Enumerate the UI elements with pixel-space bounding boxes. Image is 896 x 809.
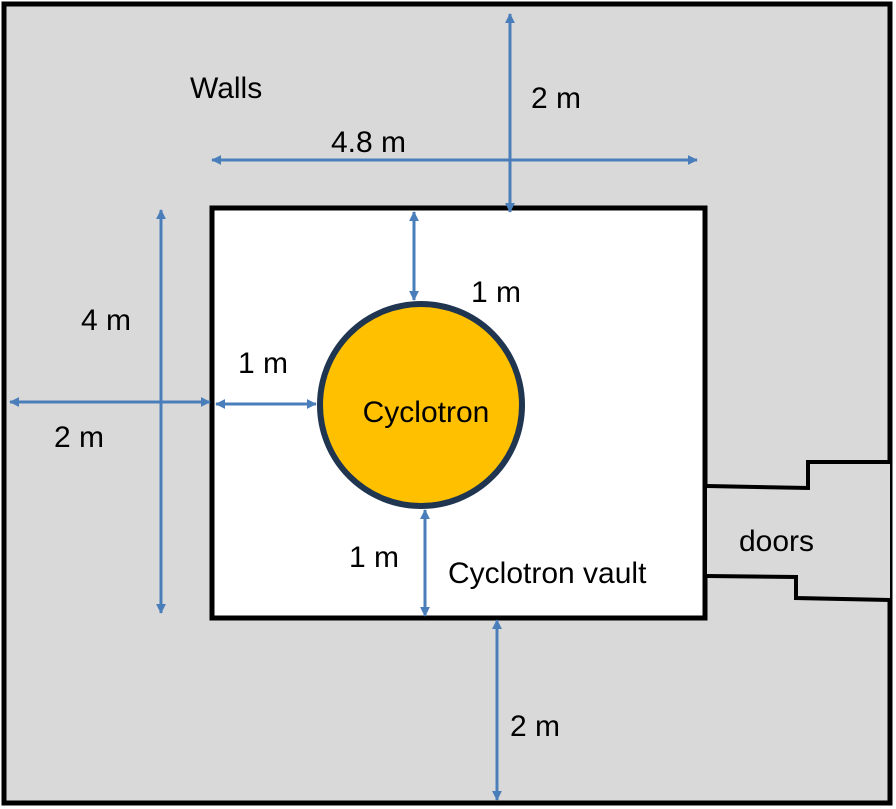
label-cyclotron: Cyclotron	[363, 396, 490, 429]
doors-passage	[707, 462, 890, 600]
label-walls: Walls	[190, 72, 262, 105]
label-bottom-wall-thickness: 2 m	[510, 710, 560, 743]
label-top-clearance: 1 m	[471, 276, 521, 309]
label-left-clearance: 1 m	[238, 347, 288, 380]
cyclotron-circle	[317, 301, 525, 509]
label-vault: Cyclotron vault	[448, 557, 647, 590]
label-bottom-clearance: 1 m	[349, 541, 399, 574]
label-vault-depth: 4 m	[81, 304, 131, 337]
label-left-wall-thickness: 2 m	[54, 421, 104, 454]
label-doors: doors	[739, 525, 814, 558]
label-vault-width: 4.8 m	[331, 126, 406, 159]
doors-outline-top	[706, 460, 890, 491]
label-top-wall-thickness: 2 m	[531, 82, 581, 115]
doors-outline-bottom	[706, 574, 891, 602]
